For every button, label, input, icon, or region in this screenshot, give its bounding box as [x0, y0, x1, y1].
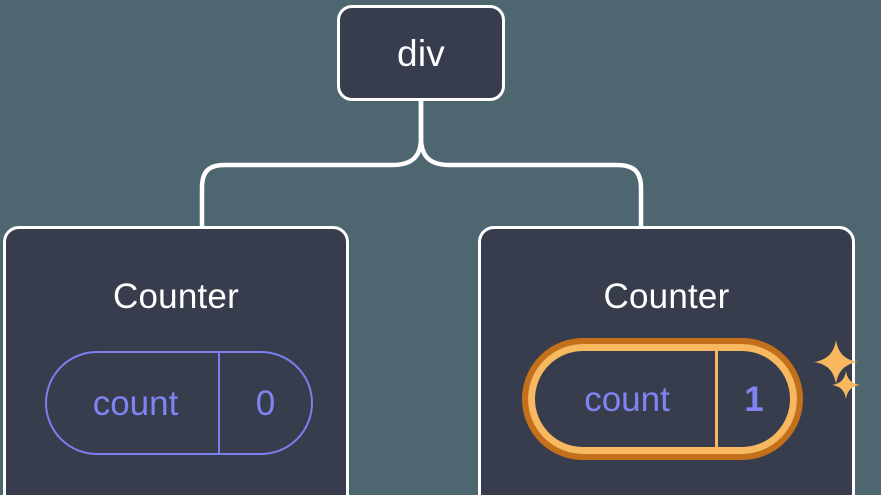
- state-pill-right-body: count 1: [528, 344, 797, 454]
- sparkle-icon: [814, 340, 858, 384]
- state-key-left: count: [47, 353, 220, 453]
- state-pill-right[interactable]: count 1: [522, 338, 803, 460]
- sparkle-icon: [832, 371, 860, 399]
- state-key-right: count: [535, 351, 718, 447]
- state-pill-right-highlight-ring: count 1: [522, 338, 803, 460]
- state-value-right: 1: [744, 379, 764, 419]
- node-counter-left[interactable]: Counter count 0: [3, 226, 349, 495]
- edge-root-to-left-counter: [199, 98, 424, 231]
- state-pill-left[interactable]: count 0: [45, 351, 313, 455]
- node-counter-right-label: Counter: [603, 277, 730, 316]
- edge-root-to-right-counter: [418, 98, 644, 231]
- state-value-left: 0: [255, 383, 276, 423]
- node-counter-left-label: Counter: [113, 277, 239, 316]
- node-div[interactable]: div: [337, 5, 505, 101]
- state-pill-left-body: count 0: [45, 351, 313, 455]
- node-div-label: div: [397, 32, 445, 74]
- node-counter-right[interactable]: Counter count 1: [478, 226, 860, 495]
